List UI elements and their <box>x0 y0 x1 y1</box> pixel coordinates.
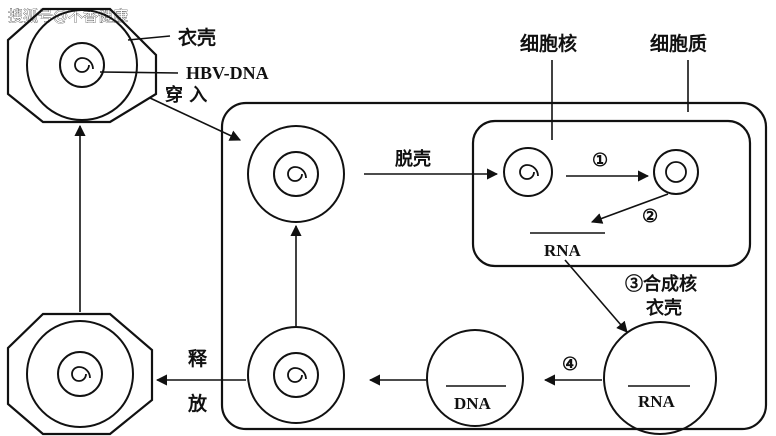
step3-label-line2: 衣壳 <box>646 297 682 319</box>
virion-top <box>6 7 179 124</box>
capsid-pointer <box>127 35 171 41</box>
released-virion-capsid-inner <box>57 351 103 397</box>
released-virion-coil <box>71 366 91 382</box>
cytoplasm-label: 细胞质 <box>650 32 707 55</box>
step1-label: ① <box>592 150 608 171</box>
dna-capsid <box>426 329 524 427</box>
rna-capsid <box>603 321 717 435</box>
hbv-dna-label: HBV-DNA <box>186 63 269 83</box>
uncoating-label: 脱壳 <box>395 148 431 170</box>
dna-capsid-label: DNA <box>454 394 492 413</box>
new-particle-outer <box>247 326 345 424</box>
nucleus-label: 细胞核 <box>520 32 577 55</box>
penetration-arrow <box>149 97 242 141</box>
cccdna-inner <box>665 161 687 183</box>
release-label-1: 释 <box>188 348 208 370</box>
virion-bottom <box>6 312 154 436</box>
step3-label: ③合成核 <box>625 273 697 295</box>
hbv-dna-pointer <box>99 71 179 74</box>
entered-particle-inner <box>273 151 319 197</box>
rna-nucleus-label: RNA <box>544 241 582 260</box>
entered-particle <box>247 125 345 223</box>
virion-capsid-inner <box>59 42 105 88</box>
new-particle <box>247 326 345 424</box>
entered-particle-coil <box>287 166 307 182</box>
cccdna-outer <box>653 149 699 195</box>
released-virion-capsid-outer <box>26 320 134 428</box>
virion-capsid-outer <box>26 9 138 121</box>
nuclear-dna-coil <box>519 164 539 180</box>
new-particle-coil <box>287 367 307 383</box>
virion-dna-coil <box>74 57 94 73</box>
entered-particle-outer <box>247 125 345 223</box>
penetration-label: 穿 入 <box>165 84 207 106</box>
step3-arrow <box>564 259 628 333</box>
rna-capsid-label: RNA <box>638 392 676 411</box>
step4-label: ④ <box>562 354 578 375</box>
virion-envelope <box>6 7 158 124</box>
host-cell <box>220 101 768 431</box>
step2-label: ② <box>642 206 658 227</box>
release-label-2: 放 <box>187 392 208 415</box>
nucleus-boundary <box>471 119 752 268</box>
step2-arrow <box>590 193 669 224</box>
new-particle-inner <box>273 352 319 398</box>
nuclear-dna-ring <box>503 147 553 197</box>
released-virion-envelope <box>6 312 154 436</box>
capsid-label: 衣壳 <box>178 26 216 49</box>
